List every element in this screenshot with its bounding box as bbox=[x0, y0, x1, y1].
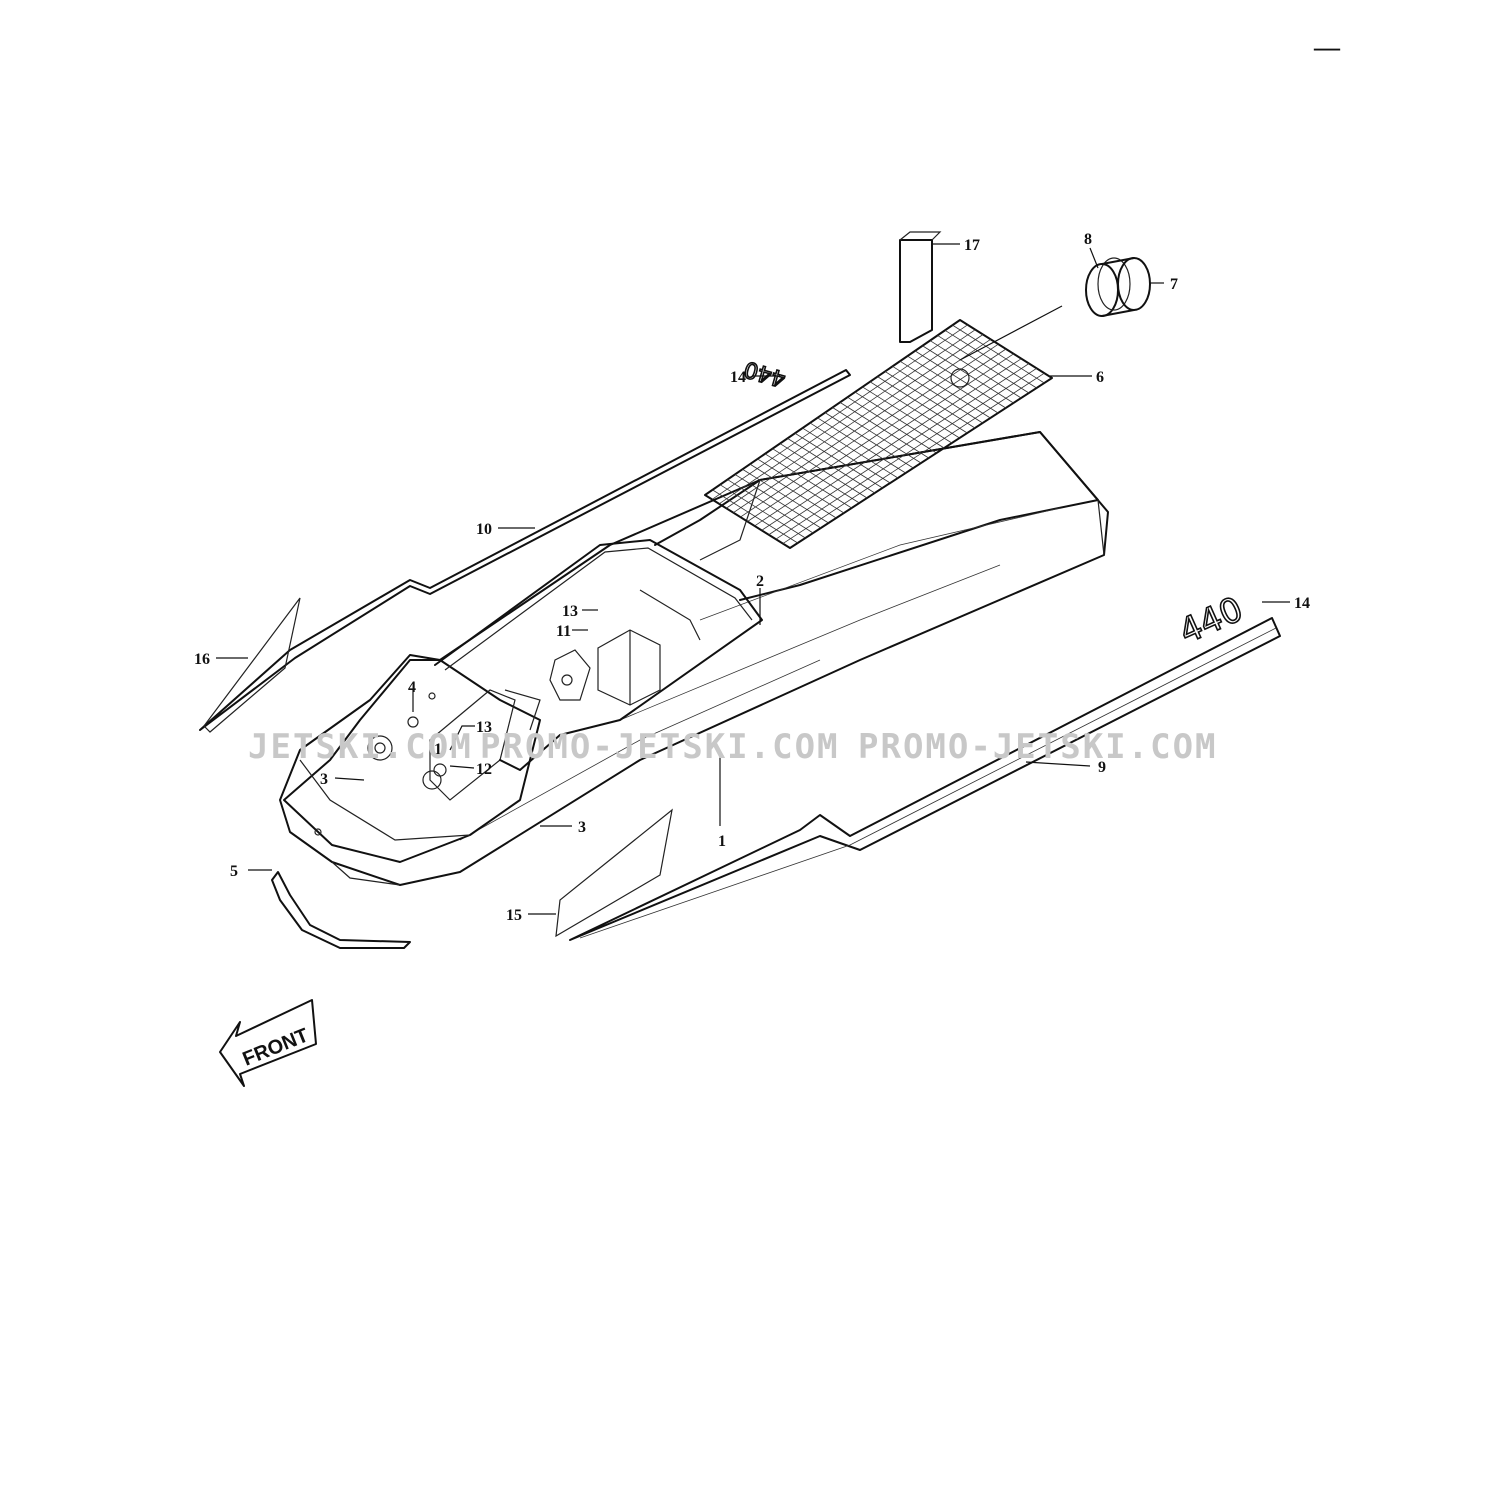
deck-mat bbox=[704, 319, 1053, 549]
callout-9: 9 bbox=[1098, 759, 1106, 776]
callout-8: 8 bbox=[1084, 231, 1092, 248]
callout-6: 6 bbox=[1096, 369, 1104, 386]
callout-13-upper: 13 bbox=[562, 603, 578, 620]
callout-12: 12 bbox=[476, 761, 492, 778]
callout-labels: 17 8 7 14 6 10 2 13 11 14 16 4 13 1 12 3… bbox=[194, 231, 1310, 924]
callout-1-upper: 1 bbox=[434, 741, 442, 758]
callout-10: 10 bbox=[476, 521, 492, 538]
callout-2: 2 bbox=[756, 573, 764, 590]
front-direction-arrow: FRONT bbox=[219, 999, 317, 1087]
emblem-440: 440 440 bbox=[741, 355, 1250, 653]
callout-14-right: 14 bbox=[1294, 595, 1310, 612]
watermark-1: JETSKI.COM bbox=[248, 727, 473, 767]
hull-body bbox=[279, 431, 1109, 886]
emblem-text-right: 440 bbox=[1173, 589, 1249, 652]
callout-5: 5 bbox=[230, 863, 238, 880]
front-label: FRONT bbox=[240, 1024, 312, 1070]
emblem-text-left: 440 bbox=[741, 355, 788, 391]
watermark-2: PROMO-JETSKI.COM bbox=[480, 727, 840, 767]
cap-and-ring bbox=[959, 257, 1151, 361]
callout-3-lower: 3 bbox=[578, 819, 586, 836]
side-stripe-left bbox=[199, 369, 851, 733]
leader-lines bbox=[216, 243, 1290, 915]
rail-part-5 bbox=[271, 871, 411, 949]
callout-4: 4 bbox=[408, 679, 416, 696]
callout-15: 15 bbox=[506, 907, 522, 924]
callout-17: 17 bbox=[964, 237, 980, 254]
page-mark: — bbox=[1313, 33, 1341, 62]
callout-3-upper: 3 bbox=[320, 771, 328, 788]
callout-16: 16 bbox=[194, 651, 210, 668]
side-stripe-right bbox=[555, 617, 1281, 941]
watermark-3: PROMO-JETSKI.COM bbox=[858, 727, 1218, 767]
callout-11: 11 bbox=[556, 623, 571, 640]
strip-part-17 bbox=[899, 231, 942, 343]
callout-14-left: 14 bbox=[730, 369, 746, 386]
callout-7: 7 bbox=[1170, 276, 1178, 293]
callout-1-lower: 1 bbox=[718, 833, 726, 850]
watermarks: JETSKI.COM PROMO-JETSKI.COM PROMO-JETSKI… bbox=[248, 727, 1218, 767]
callout-13-lower: 13 bbox=[476, 719, 492, 736]
